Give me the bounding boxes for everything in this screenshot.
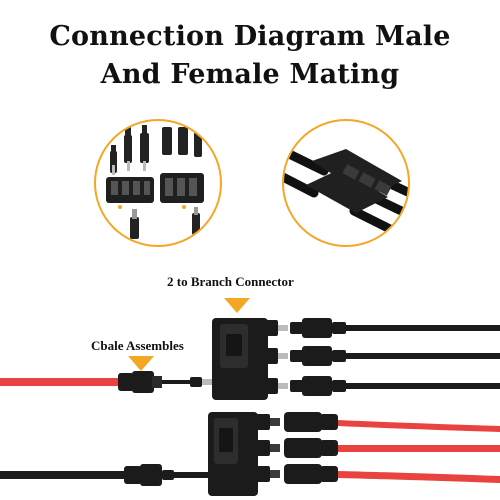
bottom-branch-connector bbox=[208, 412, 280, 496]
red-cable-2 bbox=[284, 438, 500, 458]
red-cable-1 bbox=[284, 412, 500, 432]
top-branch-connector bbox=[212, 318, 288, 400]
black-cable-group-top bbox=[290, 318, 500, 396]
cable-assembles-arrow-icon bbox=[128, 356, 154, 371]
branch-connector-label: 2 to Branch Connector bbox=[167, 274, 294, 289]
black-cable-1 bbox=[290, 318, 500, 338]
assembled-view-circle bbox=[282, 119, 410, 247]
cable-assembles-label: Cbale Assembles bbox=[91, 338, 184, 353]
exploded-view-circle bbox=[94, 119, 222, 247]
branch-connector-arrow-icon bbox=[224, 298, 250, 313]
red-cable-group-bottom bbox=[284, 412, 500, 484]
red-cable-assembly bbox=[0, 371, 212, 393]
black-cable-2 bbox=[290, 346, 500, 366]
black-cable-3 bbox=[290, 376, 500, 396]
assembled-connectors-illustration bbox=[284, 146, 408, 244]
title-line-1: Connection Diagram Male bbox=[49, 21, 451, 52]
exploded-connectors-illustration bbox=[106, 125, 204, 239]
red-cable-3 bbox=[284, 464, 500, 484]
title-line-2: And Female Mating bbox=[100, 59, 400, 90]
black-cable-assembly-bottom bbox=[0, 464, 208, 486]
